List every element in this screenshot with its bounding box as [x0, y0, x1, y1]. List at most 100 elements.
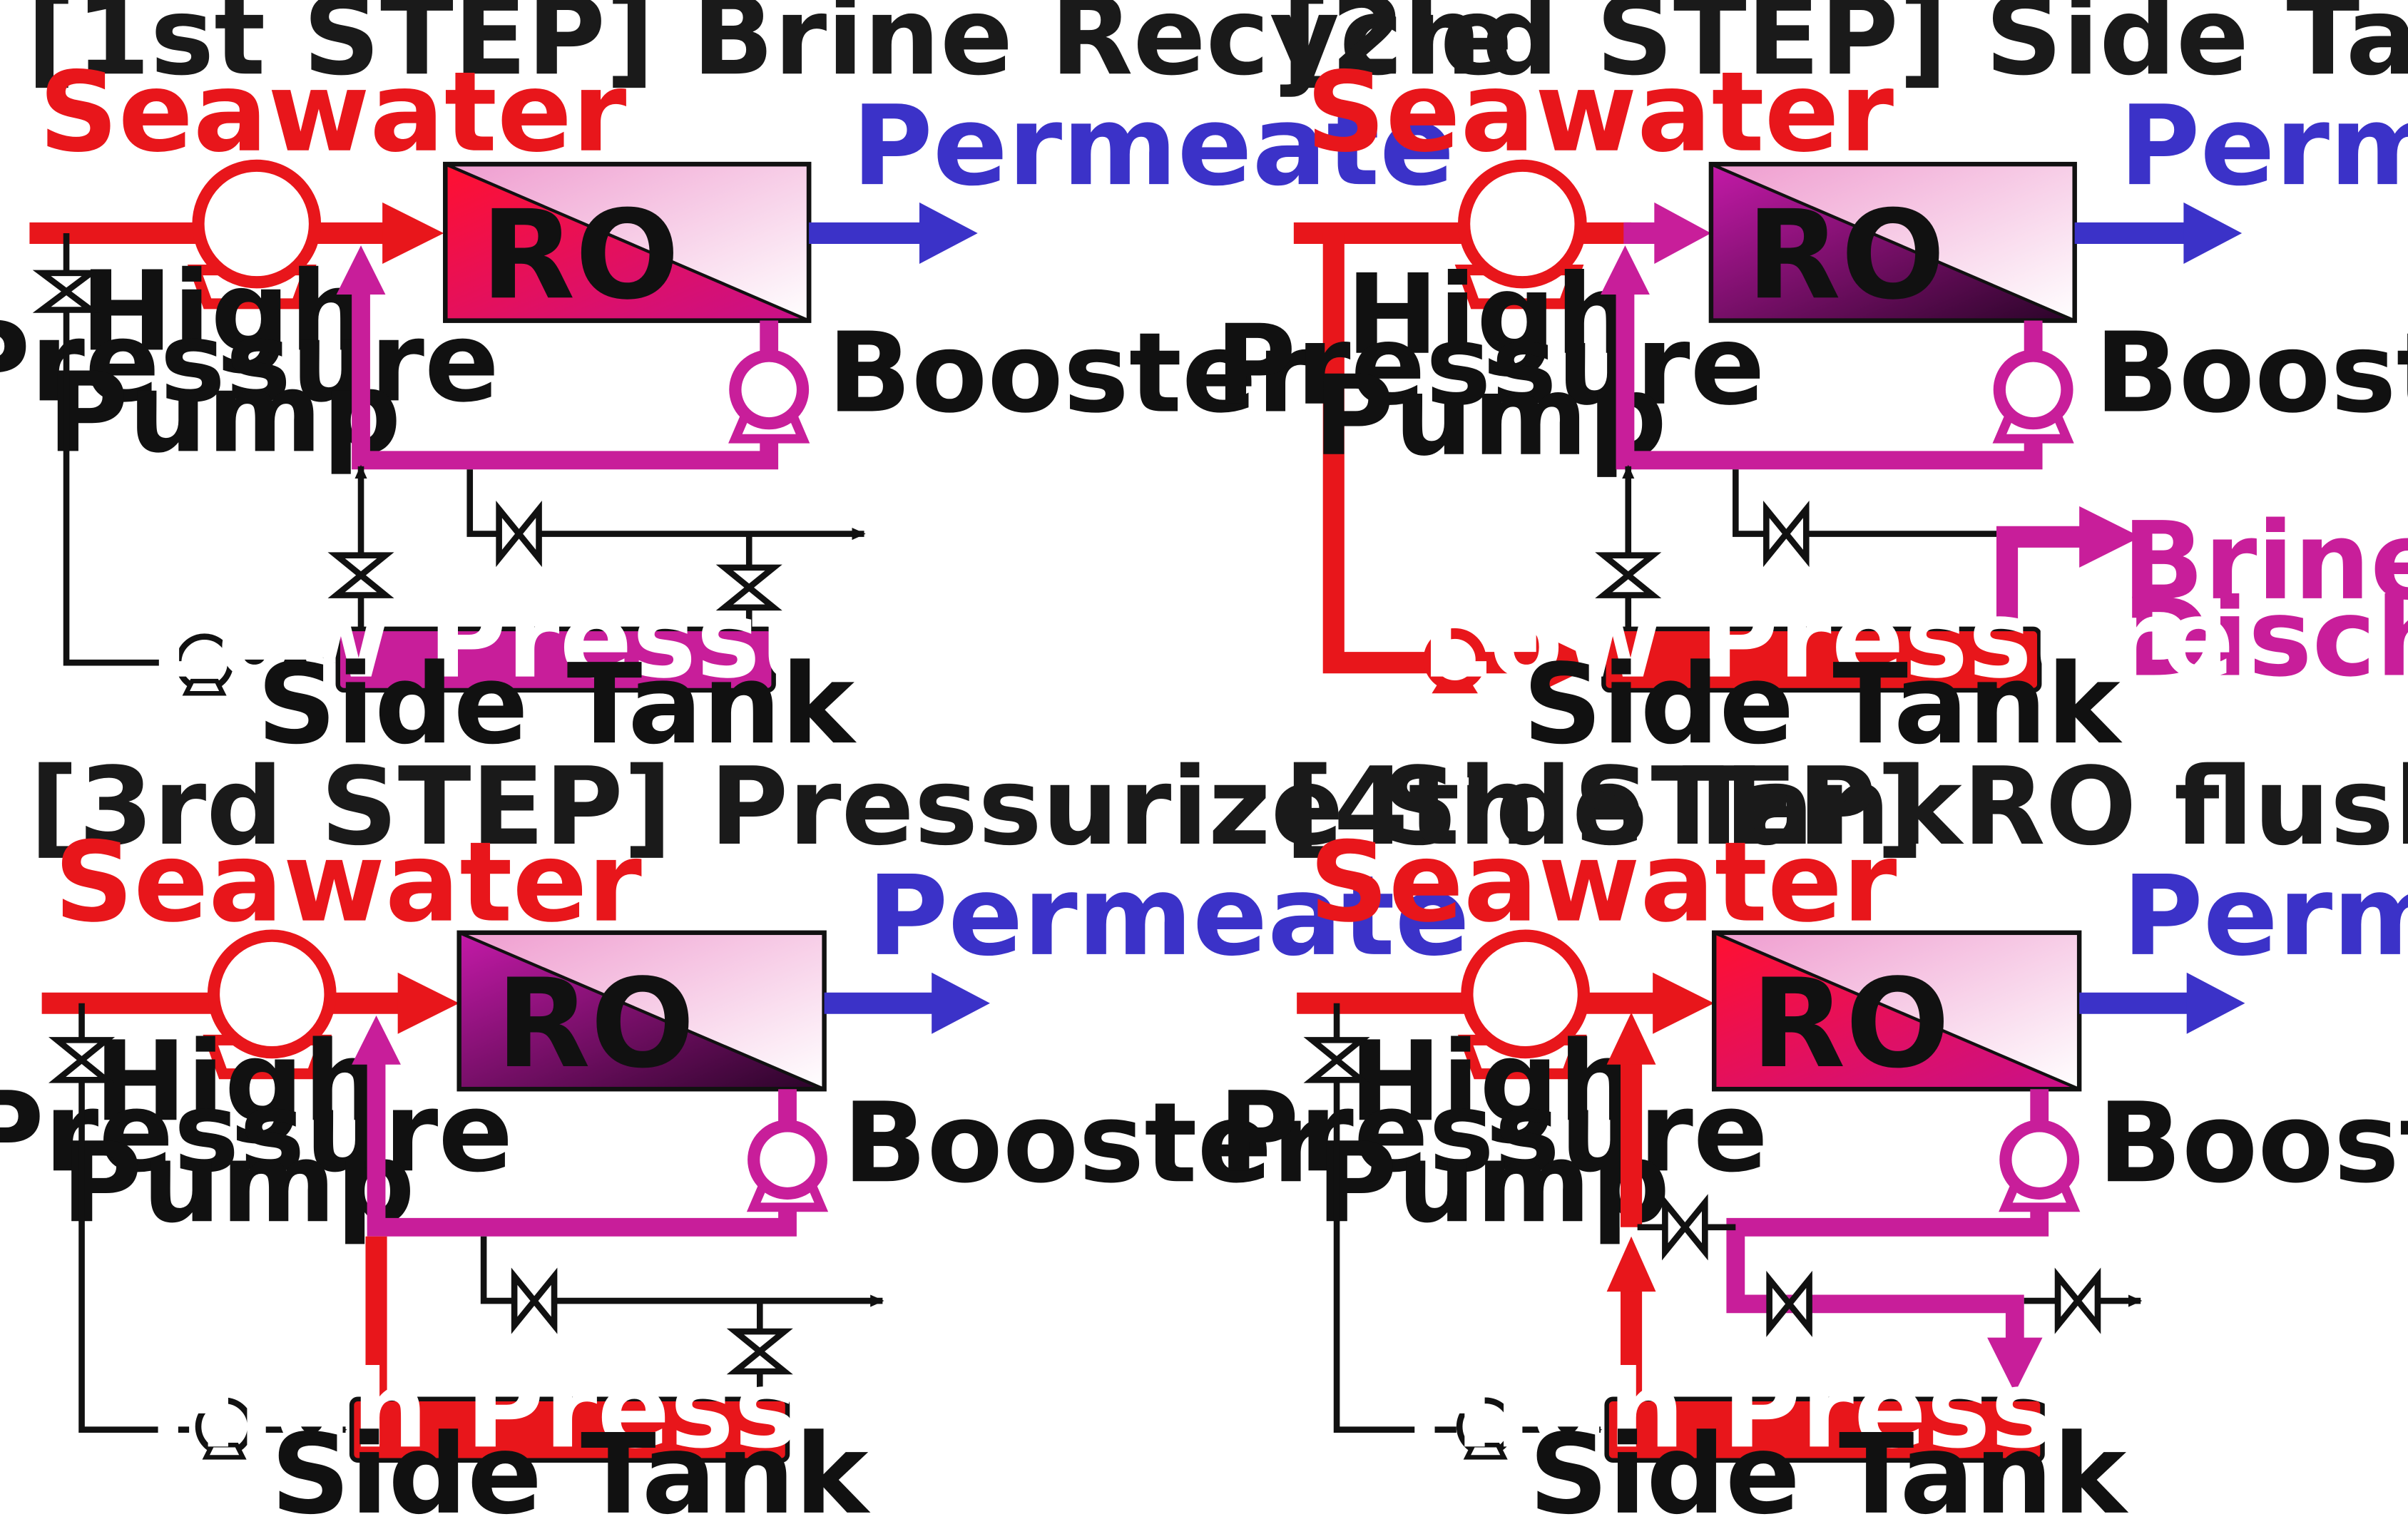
brine-recycle-arrow	[336, 245, 386, 295]
booster-label: Booster	[827, 308, 1311, 437]
side-tank-label: Side Tank	[271, 1410, 871, 1534]
tank-pressure-label: High Pressure	[1404, 1346, 2257, 1472]
side-tank	[1604, 1396, 2045, 1463]
valve-icon	[715, 564, 782, 611]
bypass-line	[1333, 1003, 1456, 1433]
hp-pump-label-1: High	[1346, 250, 1634, 379]
hp-pump-label-2: Pressure	[1215, 301, 1765, 430]
valve-icon	[1595, 552, 1662, 598]
permeate-label: Permeate	[867, 852, 1470, 981]
valve-icon	[726, 1328, 793, 1375]
booster-pump-icon	[746, 1120, 829, 1212]
permeate-arrow	[2186, 972, 2245, 1034]
hp-pump-label-3: Pump	[48, 348, 402, 477]
booster-label: Booster	[842, 1078, 1326, 1207]
hp-pump-label-3: Pump	[61, 1118, 415, 1247]
valve-icon	[49, 1037, 116, 1083]
valve-icon	[327, 552, 394, 598]
high-pressure-pump-icon	[1457, 929, 1590, 1080]
panel-step-3: [3rd STEP] Pressurize Side Tank Seawater…	[0, 744, 1964, 1534]
tank-pressure-label: Low Pressure	[1421, 577, 2234, 702]
tank-pressure-label: High Pressure	[148, 1346, 1001, 1472]
side-tank-label: Side Tank	[1529, 1410, 2128, 1534]
brine-outlet-line	[480, 1236, 884, 1307]
small-pump-icon	[195, 1397, 254, 1460]
panel-step-1: [1st STEP] Brine Recycle Seawater Permea…	[0, 0, 1513, 769]
brine-recycle-arrow	[1601, 245, 1650, 295]
seawater-label: Seawater	[39, 48, 626, 177]
seawater-label: Seawater	[1306, 48, 1894, 177]
ro-label: RO	[481, 183, 680, 327]
high-pressure-pump-icon	[1454, 159, 1587, 310]
side-tank	[349, 1396, 790, 1463]
bypass-line	[63, 232, 171, 666]
valve-icon	[1662, 1194, 1708, 1261]
bypass-line	[78, 1003, 190, 1433]
seawater-arrow	[1653, 972, 1715, 1034]
booster-pump-icon	[728, 349, 810, 444]
brine-flush-arrow	[1987, 1337, 2043, 1394]
hp-pump-label-1: High	[94, 1017, 382, 1146]
panel-step-4: [4th STEP] RO flush (Brine Discharge) Se…	[1218, 744, 2408, 1534]
panel-step-2: [2nd STEP] Side Tank Replace Seawater Pe…	[1215, 0, 2408, 769]
panel-title: [4th STEP] RO flush (Brine Discharge)	[1285, 744, 2408, 869]
brine-discharge-arrow	[2079, 506, 2141, 568]
hp-pump-label-2: Pressure	[0, 1068, 513, 1197]
brine-outlet-line	[1733, 469, 2015, 537]
permeate-label: Permeate	[852, 81, 1454, 210]
ro-label: RO	[1751, 952, 1950, 1095]
panel-title: [2nd STEP] Side Tank Replace	[1282, 0, 2408, 99]
hp-pump-label-2: Pressure	[1218, 1068, 1768, 1197]
brine-label: Brine	[2122, 498, 2408, 624]
high-pressure-pump-icon	[203, 929, 337, 1080]
hp-pump-label-1: High	[81, 247, 369, 376]
seawater-to-tank-arrow	[1536, 632, 1601, 694]
valve-icon	[496, 501, 542, 568]
brine-discharge-pipe	[1996, 526, 2086, 629]
small-pump-icon	[1456, 1397, 1515, 1460]
ro-module: RO	[456, 930, 827, 1095]
side-tank	[335, 626, 776, 693]
hp-pump-label-3: Pump	[1313, 352, 1667, 481]
feed-arrow	[1654, 202, 1711, 264]
seawater-arrow	[382, 202, 444, 264]
brine-outlet-line	[466, 469, 866, 541]
hp-pump-label-1: High	[1350, 1017, 1638, 1146]
panel-title: [3rd STEP] Pressurize Side Tank	[29, 744, 1964, 869]
hp-pump-label-3: Pump	[1316, 1118, 1670, 1247]
panel-title: [1st STEP] Brine Recycle	[26, 0, 1513, 99]
tank-feed-arrow	[1606, 1236, 1656, 1292]
permeate-arrow	[2183, 202, 2243, 264]
valve-icon	[2054, 1267, 2101, 1334]
brine-recycle-arrow	[352, 1015, 401, 1065]
booster-label: Booster	[2095, 308, 2408, 437]
seawater-label: Seawater	[1309, 818, 1897, 947]
high-pressure-pump-icon	[187, 159, 322, 310]
small-pump-icon	[175, 633, 234, 696]
hp-pump-label-2: Pressure	[0, 297, 499, 426]
ro-module: RO	[1711, 930, 2082, 1095]
side-tank	[1601, 626, 2042, 693]
valve-icon	[32, 270, 101, 313]
valve-icon	[1763, 501, 1810, 568]
booster-pump-icon	[1999, 1120, 2081, 1212]
permeate-label: Permeate	[2122, 852, 2408, 981]
ro-module: RO	[1708, 161, 2077, 327]
valve-icon	[511, 1267, 558, 1334]
side-tank-label: Side Tank	[1523, 640, 2123, 769]
permeate-arrow	[919, 202, 978, 264]
booster-label: Booster	[2098, 1078, 2408, 1207]
seawater-arrow	[397, 972, 459, 1034]
side-tank-label: Side Tank	[257, 640, 857, 769]
seawater-label: Seawater	[54, 818, 642, 947]
discharge-label: Discharge	[2122, 575, 2408, 700]
permeate-arrow	[932, 972, 990, 1034]
valve-icon	[1303, 1037, 1370, 1083]
small-pump-icon	[1423, 628, 1486, 694]
tank-pressure-label: Low Pressure	[149, 577, 962, 702]
booster-pump-icon	[1992, 349, 2074, 444]
valve-icon	[1766, 1270, 1812, 1337]
permeate-label: Permeate	[2119, 81, 2408, 210]
ro-module: RO	[443, 161, 812, 327]
